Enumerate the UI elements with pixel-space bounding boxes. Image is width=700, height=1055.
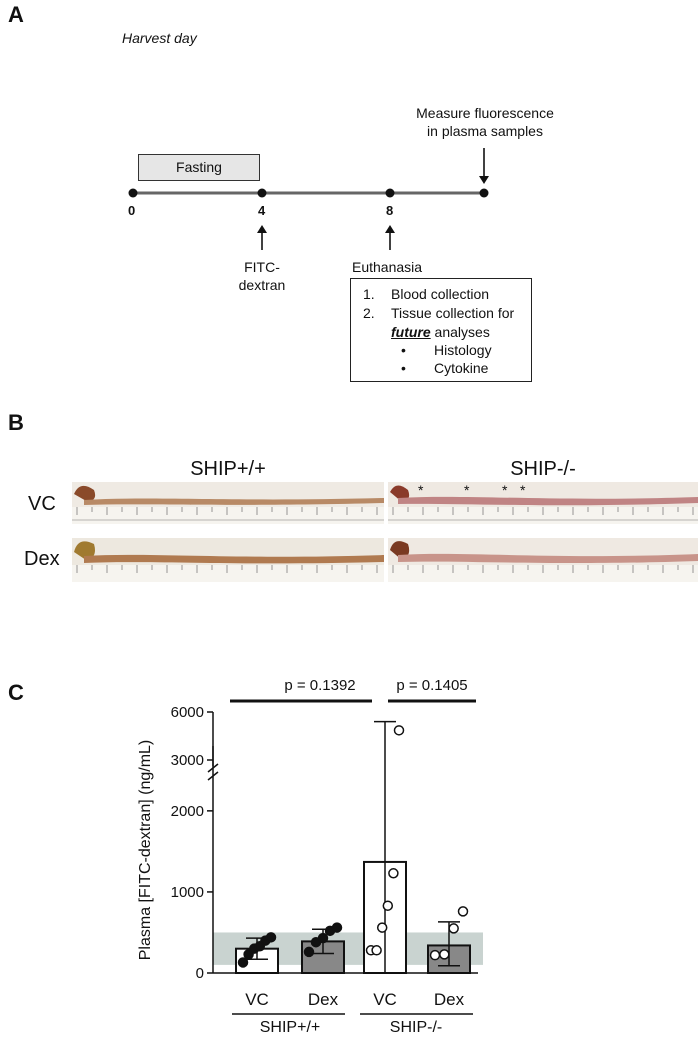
item2-num: 2. — [363, 305, 375, 321]
photo-ko-vc — [388, 482, 698, 524]
euthanasia-label: Euthanasia — [352, 259, 423, 275]
p-value-1: p = 0.1392 — [284, 677, 355, 694]
point-2-3 — [382, 900, 394, 911]
timepoint-end-dot — [479, 188, 489, 198]
axis-break-2 — [207, 771, 219, 781]
panel-c-letter: C — [8, 680, 24, 705]
asterisk-4: * — [520, 482, 526, 498]
point-1-2 — [317, 932, 329, 944]
timepoint-4-dot — [257, 188, 267, 198]
measure-line2: in plasma samples — [427, 123, 543, 139]
bullet-2: • — [401, 360, 406, 376]
photo-wt-dex — [72, 538, 384, 582]
timepoint-4-label: 4 — [258, 203, 266, 218]
timepoint-0-dot — [128, 188, 138, 198]
point-2-1 — [371, 945, 382, 956]
item1-text: Blood collection — [391, 286, 490, 302]
category-label-2: VC — [373, 990, 397, 1009]
point-3-2 — [448, 923, 459, 934]
photo-ko-dex — [388, 538, 698, 582]
point-3-0 — [429, 949, 441, 961]
point-0-5 — [265, 932, 277, 943]
asterisk-1: * — [418, 482, 424, 498]
panel-a-letter: A — [8, 2, 24, 27]
fitc-line2: dextran — [238, 277, 286, 293]
ytick-label-3000: 3000 — [171, 752, 204, 769]
group-label-wt: SHIP+/+ — [260, 1019, 320, 1036]
p-value-2: p = 0.1405 — [396, 677, 467, 694]
fitc-dextran-label: FITC- dextran — [222, 258, 302, 294]
analyses-word: analyses — [430, 324, 490, 340]
item1-num: 1. — [363, 286, 375, 302]
axis-break-1 — [207, 763, 219, 773]
point-1-0 — [303, 946, 315, 958]
y-axis-label: Plasma [FITC-dextran] (ng/mL) — [137, 740, 154, 961]
point-3-3 — [457, 906, 469, 917]
ytick-label-2000: 2000 — [171, 803, 204, 820]
fitc-arrowhead — [257, 225, 267, 233]
asterisk-3: * — [502, 482, 508, 498]
item2-line2: future analyses — [391, 324, 490, 340]
measure-arrowhead — [479, 176, 489, 184]
timepoint-8-label: 8 — [386, 203, 394, 218]
category-label-1: Dex — [308, 990, 339, 1009]
timepoint-0-label: 0 — [128, 203, 136, 218]
harvest-day-title: Harvest day — [122, 30, 197, 46]
sub-histology: Histology — [434, 342, 492, 358]
point-2-2 — [376, 922, 388, 933]
point-2-5 — [393, 725, 405, 736]
timepoint-8-dot — [385, 188, 395, 198]
point-0-0 — [237, 957, 249, 968]
point-3-1 — [439, 949, 450, 960]
item2-line1: Tissue collection for — [391, 305, 515, 321]
panel-b-letter: B — [8, 410, 24, 435]
measure-line1: Measure fluorescence — [416, 105, 554, 121]
point-2-4 — [388, 868, 399, 879]
col-header-ship-ko: SHIP-/- — [510, 458, 576, 480]
photo-wt-vc — [72, 482, 384, 524]
bullet-1: • — [401, 342, 406, 358]
asterisk-2: * — [464, 482, 470, 498]
measure-fluorescence-label: Measure fluorescence in plasma samples — [395, 104, 575, 140]
group-label-ko: SHIP-/- — [390, 1019, 442, 1036]
row-label-vc: VC — [28, 493, 56, 515]
ytick-label-6000: 6000 — [171, 704, 204, 721]
timeline-svg — [128, 148, 489, 250]
row-label-dex: Dex — [24, 548, 60, 570]
point-1-4 — [331, 922, 343, 933]
ytick-label-0: 0 — [196, 965, 204, 982]
ytick-label-1000: 1000 — [171, 884, 204, 901]
category-label-3: Dex — [434, 990, 465, 1009]
sub-cytokine: Cytokine — [434, 360, 489, 376]
category-label-0: VC — [245, 990, 269, 1009]
procedures-box: 1. Blood collection 2. Tissue collection… — [350, 278, 532, 382]
future-word: future — [391, 324, 431, 340]
euthanasia-arrowhead — [385, 225, 395, 233]
fasting-box: Fasting — [138, 154, 260, 181]
fitc-line1: FITC- — [244, 259, 280, 275]
col-header-ship-wt: SHIP+/+ — [190, 458, 266, 480]
